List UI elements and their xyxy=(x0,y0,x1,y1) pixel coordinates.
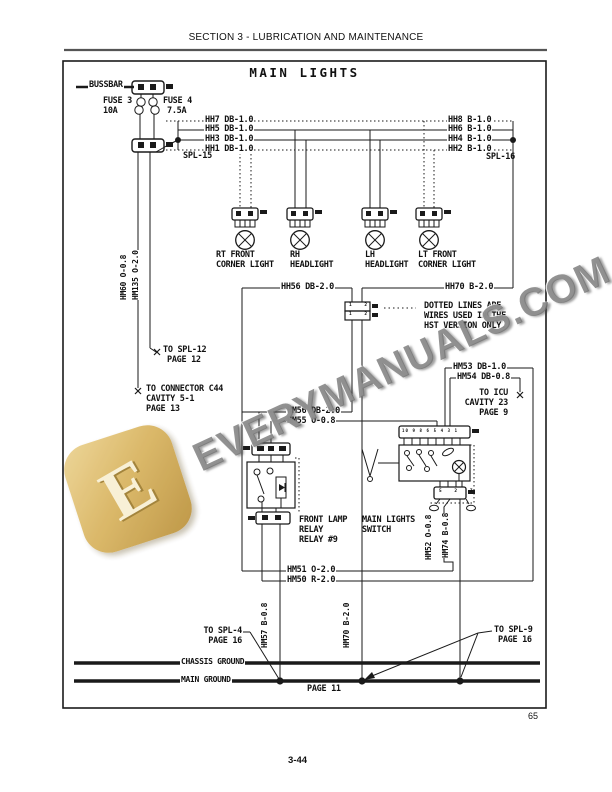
switch-block xyxy=(361,425,479,681)
note-line-3: HST VERSION ONLY. xyxy=(424,321,506,331)
note-line-1: DOTTED LINES ARE xyxy=(424,301,502,311)
wire-label-hh56: HH56 DB-2.0 xyxy=(280,282,335,292)
wire-label-hm70: HM70 B-2.0 xyxy=(342,602,352,648)
wire-label-hh2: HH2 B-1.0 xyxy=(447,144,493,154)
diagram-title: MAIN LIGHTS xyxy=(249,65,360,80)
ref-c44-line2: CAVITY 5-1 xyxy=(146,394,195,404)
wire-label-hh4: HH4 B-1.0 xyxy=(447,134,493,144)
wire-label-hh1: HH1 DB-1.0 xyxy=(204,144,255,154)
wire-label-hh3: HH3 DB-1.0 xyxy=(204,134,255,144)
ref-spl4-line2: PAGE 16 xyxy=(208,636,242,646)
ref-spl9-line2: PAGE 16 xyxy=(498,635,532,645)
reference-leaders xyxy=(243,630,493,680)
switch-pins-top: 10 9 8 6 5 4 3 1 xyxy=(402,428,459,433)
wire-label-hh8: HH8 B-1.0 xyxy=(447,115,493,125)
ground-page-ref: PAGE 11 xyxy=(307,684,341,694)
ground-dot-hm57 xyxy=(276,677,284,685)
connector-id-blob xyxy=(248,516,255,520)
sheet-number: 65 xyxy=(528,711,539,721)
footer-page-number: 3-44 xyxy=(288,755,308,766)
switch-label-1: MAIN LIGHTS xyxy=(362,515,415,525)
wire-label-hm74: HM74 B-0.8 xyxy=(441,512,451,558)
light-drop-wires xyxy=(239,121,435,208)
light-label-lh-2: HEADLIGHT xyxy=(365,260,409,270)
connector-id-blob xyxy=(243,446,250,450)
section-title: SECTION 3 - LUBRICATION AND MAINTENANCE xyxy=(188,32,424,43)
arrowhead xyxy=(364,672,375,680)
watermark-logo-letter: E xyxy=(86,441,169,536)
ground-dot-hm74 xyxy=(456,677,464,685)
ref-spl12-line1: TO SPL-12 xyxy=(163,345,207,355)
mid-connector-pins-bottom: 1 2 xyxy=(349,312,373,317)
ref-icu-line3: PAGE 9 xyxy=(479,408,508,418)
bussbar-and-fuses xyxy=(76,80,173,153)
ref-icu-line2: CAVITY 23 xyxy=(464,398,509,408)
ref-spl12-line2: PAGE 12 xyxy=(167,355,201,365)
mid-connector-pins-top: 1 2 xyxy=(349,303,373,308)
fuse3-rating: 10A xyxy=(103,106,118,116)
wire-label-hh7: HH7 DB-1.0 xyxy=(204,115,255,125)
relay-label-3: RELAY #9 xyxy=(299,535,338,545)
x-marker-spl12 xyxy=(153,348,161,356)
wire-label-hm52: HM52 O-0.8 xyxy=(424,514,434,560)
light-label-rh-2: HEADLIGHT xyxy=(290,260,334,270)
wire-label-hm135: HM135 O-2.0 xyxy=(131,250,141,300)
wire-label-hm57: HM57 B-0.8 xyxy=(260,602,270,648)
connector-id-blob xyxy=(166,84,173,89)
connector-id-blob xyxy=(372,304,378,308)
wire-label-hm53: HM53 DB-1.0 xyxy=(452,362,507,372)
ground-dot-hm70 xyxy=(358,677,366,685)
switch-pins-bottom: 5 2 7 xyxy=(439,489,478,494)
wire-label-hh5: HH5 DB-1.0 xyxy=(204,124,255,134)
splice-label-spl16: SPL-16 xyxy=(486,152,515,162)
wire-label-hm56: HM56 DB-2.0 xyxy=(286,406,341,416)
wire-label-hm51: HM51 O-2.0 xyxy=(286,565,337,575)
relay-block xyxy=(243,442,300,681)
wire-label-hh70: HH70 B-2.0 xyxy=(444,282,495,292)
fuse4-rating: 7.5A xyxy=(167,106,187,116)
relay-label-1: FRONT LAMP xyxy=(299,515,348,525)
note-line-2: WIRES USED IN THE xyxy=(424,311,506,321)
lamp-rt-corner xyxy=(231,207,267,250)
connector-id-blob xyxy=(468,490,475,494)
splice-dot-spl16 xyxy=(510,137,516,143)
fuse4-name: FUSE 4 xyxy=(163,96,192,106)
ref-spl9-line1: TO SPL-9 xyxy=(494,625,533,635)
splice-label-spl15: SPL-15 xyxy=(183,151,212,161)
splice-dot-spl15 xyxy=(175,137,181,143)
ref-spl4-line1: TO SPL-4 xyxy=(203,626,242,636)
chassis-ground-label: CHASSIS GROUND xyxy=(180,657,246,667)
wire-label-hm54: HM54 DB-0.8 xyxy=(456,372,511,382)
lamp-rh-headlight xyxy=(286,207,322,250)
connector-id-blob xyxy=(372,313,378,317)
page-frame xyxy=(62,48,547,709)
light-label-lh-1: LH xyxy=(365,250,375,260)
ref-c44-line1: TO CONNECTOR C44 xyxy=(146,384,224,394)
lamp-lt-corner xyxy=(415,207,451,250)
x-marker-c44 xyxy=(134,387,142,395)
light-label-lt-2: CORNER LIGHT xyxy=(418,260,476,270)
wire-label-hm55: HM55 O-0.8 xyxy=(286,416,337,426)
connector-id-blob xyxy=(472,429,479,433)
wire-label-hh6: HH6 B-1.0 xyxy=(447,124,493,134)
ref-c44-line3: PAGE 13 xyxy=(146,404,180,414)
bussbar-label: BUSSBAR xyxy=(88,80,124,90)
light-label-lt-1: LT FRONT xyxy=(418,250,457,260)
main-ground-label: MAIN GROUND xyxy=(180,675,232,685)
relay-label-2: RELAY xyxy=(299,525,324,535)
light-label-rt-1: RT FRONT xyxy=(216,250,255,260)
light-label-rt-2: CORNER LIGHT xyxy=(216,260,274,270)
switch-label-2: SWITCH xyxy=(362,525,391,535)
wire-label-hm60: HM60 O-0.8 xyxy=(119,254,129,300)
fuse3-name: FUSE 3 xyxy=(103,96,132,106)
lamp-symbols xyxy=(231,207,451,250)
wire-label-hm50: HM50 R-2.0 xyxy=(286,575,337,585)
ref-icu-line1: TO ICU xyxy=(479,388,508,398)
light-label-rh-1: RH xyxy=(290,250,300,260)
ground-rails xyxy=(74,661,540,685)
x-marker-icu xyxy=(516,391,524,399)
lamp-lh-headlight xyxy=(361,207,397,250)
